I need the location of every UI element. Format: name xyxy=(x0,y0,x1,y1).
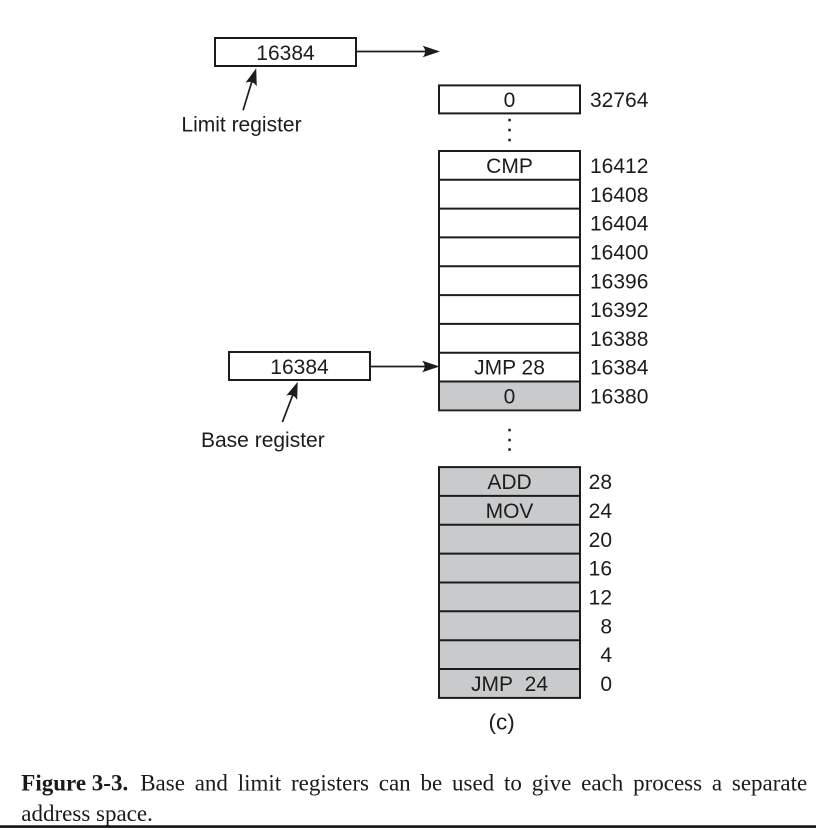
svg-text:32764: 32764 xyxy=(590,89,649,112)
svg-text:16384: 16384 xyxy=(270,356,329,379)
svg-text:0: 0 xyxy=(504,89,516,112)
svg-text:16384: 16384 xyxy=(256,42,315,65)
svg-text:16380: 16380 xyxy=(590,386,648,409)
svg-text:16404: 16404 xyxy=(590,213,649,236)
svg-text:JMP 24: JMP 24 xyxy=(471,673,548,696)
svg-text:16408: 16408 xyxy=(590,184,648,207)
svg-text:24: 24 xyxy=(589,500,613,523)
svg-text:Figure 3-3.: Figure 3-3. xyxy=(21,770,128,795)
svg-text:0: 0 xyxy=(504,386,516,409)
svg-text:16388: 16388 xyxy=(590,328,648,351)
svg-text:12: 12 xyxy=(589,587,612,610)
svg-text:Base and limit registers can b: Base and limit registers can be used to … xyxy=(140,770,807,795)
svg-text:20: 20 xyxy=(589,529,612,552)
svg-text:MOV: MOV xyxy=(486,500,534,523)
svg-text:CMP: CMP xyxy=(486,155,533,178)
svg-text:16412: 16412 xyxy=(590,155,648,178)
svg-text:address space.: address space. xyxy=(21,801,153,826)
svg-text:Base register: Base register xyxy=(201,429,325,452)
svg-text:28: 28 xyxy=(589,471,612,494)
svg-text:16: 16 xyxy=(589,558,612,581)
svg-text:ADD: ADD xyxy=(487,471,531,494)
svg-text:16400: 16400 xyxy=(590,241,648,264)
svg-text:(c): (c) xyxy=(488,710,514,735)
svg-text:8: 8 xyxy=(600,615,612,638)
svg-text:4: 4 xyxy=(600,644,612,667)
svg-text:JMP 28: JMP 28 xyxy=(474,357,545,380)
svg-text:16396: 16396 xyxy=(590,270,648,293)
svg-text:Limit register: Limit register xyxy=(181,114,301,137)
svg-text:0: 0 xyxy=(600,673,612,696)
svg-text:16392: 16392 xyxy=(590,299,648,322)
svg-text:16384: 16384 xyxy=(590,357,649,380)
